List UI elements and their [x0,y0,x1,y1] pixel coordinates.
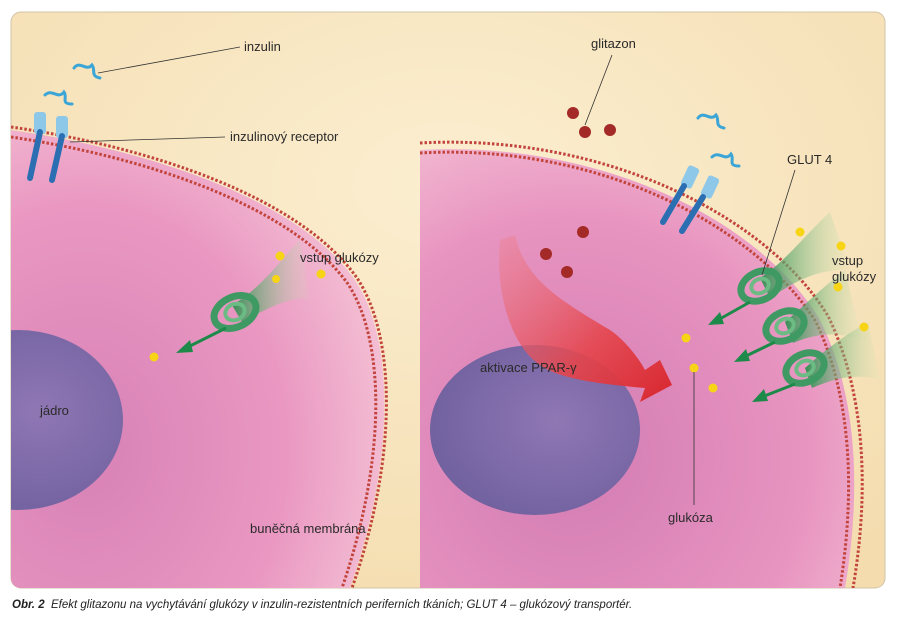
glucose-molecule [859,322,869,332]
label-glut4: GLUT 4 [787,152,832,167]
label-glucose-entry-left: vstup glukózy [300,250,379,265]
caption-text: Efekt glitazonu na vychytávání glukózy v… [51,599,633,611]
glut4-transporter-icon [210,292,260,332]
glucose-molecule [275,251,285,261]
label-ppar-activation: aktivace PPAR-γ [480,360,577,375]
glucose-entry-arrow [176,326,227,353]
ppar-activation-arrow [499,235,672,402]
left-membrane-inner [11,135,378,588]
glucose-molecule [149,352,159,362]
glucose-molecule [272,275,280,283]
left-membrane-outer [11,125,388,588]
figure-caption: Obr. 2 Efekt glitazonu na vychytávání gl… [12,599,892,611]
insulin-receptor-icon [27,112,68,183]
insulin-molecule-icon [696,112,741,168]
glitazone-molecules [540,107,616,278]
glitazone-molecule [567,107,579,119]
glucose-molecule [689,363,699,373]
left-cell [11,125,388,588]
glucose-molecule [836,241,846,251]
label-glucose-entry-right-2: glukózy [832,269,877,284]
glitazone-leader-line [584,54,613,126]
glitazone-molecule [540,248,552,260]
label-nucleus: jádro [39,403,69,418]
glucose-molecule [833,282,843,292]
glucose-molecule [708,383,718,393]
glucose-funnel-right [760,212,850,298]
glucose-entry-arrow [752,382,796,402]
right-membrane-outer [419,140,864,588]
label-insulin-receptor: inzulinový receptor [230,129,339,144]
glut4-leader-line [761,169,796,276]
label-insulin: inzulin [244,39,281,54]
glitazone-molecule [579,126,591,138]
left-nucleus [11,330,123,510]
glucose-molecule [316,269,326,279]
label-glucose: glukóza [668,510,714,525]
glitazone-molecule [561,266,573,278]
glucose-molecules-right [681,227,869,393]
glitazone-molecule [604,124,616,136]
insulin-molecule-icon [43,62,102,106]
label-glitazone: glitazon [591,36,636,51]
glut4-transporter-icon [762,307,808,345]
insulin-leader-line [97,46,241,74]
left-cytoplasm [11,130,385,588]
glitazone-molecule [577,226,589,238]
caption-prefix: Obr. 2 [12,599,45,611]
receptor-leader-line [69,136,226,143]
glucose-entry-arrow [734,340,776,362]
glucose-molecule [681,333,691,343]
glut4-transporter-icon [737,267,783,305]
glucose-entry-arrow [708,300,751,325]
right-nucleus [430,345,640,515]
label-cell-membrane: buněčná membrána [250,521,366,536]
glut4-transporter-icon [782,349,828,387]
label-glucose-entry-right-1: vstup [832,253,863,268]
insulin-receptor-icon [660,165,720,234]
right-membrane-inner [419,150,851,588]
glucose-molecule [795,227,805,237]
